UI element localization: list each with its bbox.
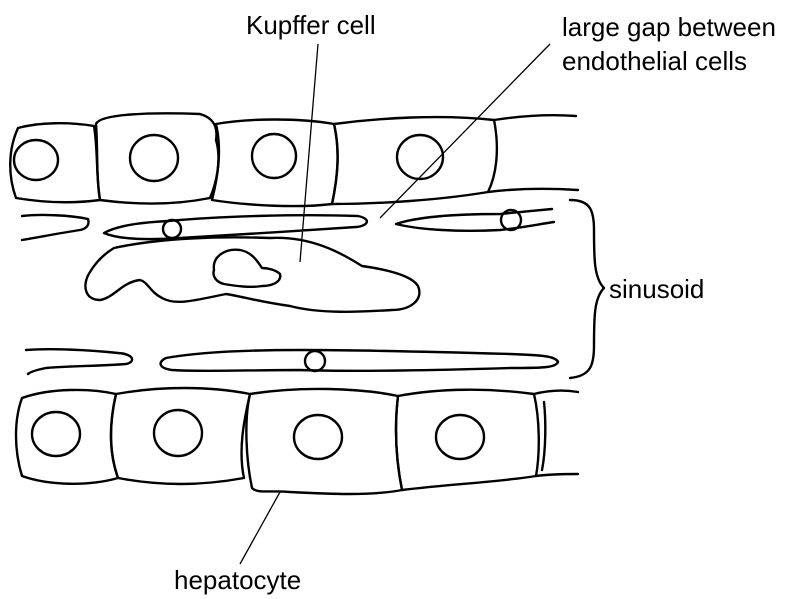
bottom-hepatocyte-2 <box>111 388 250 484</box>
leader-large-gap <box>380 44 550 218</box>
lower-endothelium <box>26 349 558 374</box>
label-large-gap-line2: endothelial cells <box>562 46 747 76</box>
label-sinusoid: sinusoid <box>609 274 704 304</box>
bottom-hepatocyte-5 <box>534 391 578 476</box>
upper-endothelial-cell <box>104 215 367 239</box>
top-hepatocyte-3-nucleus <box>252 134 296 178</box>
lower-endothelial-left-cell <box>26 349 132 374</box>
lower-endothelial-nucleus <box>305 351 325 371</box>
label-large-gap-line1: large gap between <box>562 12 776 42</box>
bottom-hepatocyte-2-nucleus <box>154 410 202 456</box>
bottom-hepatocyte-1-nucleus <box>32 412 80 456</box>
leader-hepatocyte <box>240 492 280 564</box>
lower-endothelial-cell <box>161 350 558 371</box>
top-hepatocyte-2-nucleus <box>130 135 178 181</box>
bottom-hepatocyte-row <box>16 388 578 494</box>
sinusoid-bracket <box>570 200 604 378</box>
bottom-hepatocyte-4-nucleus <box>436 415 484 459</box>
upper-endothelial-left-fragment <box>22 215 89 240</box>
top-hepatocyte-3 <box>212 120 338 207</box>
kupffer-cell <box>85 237 419 311</box>
top-hepatocyte-1-nucleus <box>14 140 58 180</box>
upper-endothelial-nucleus <box>163 220 181 238</box>
top-hepatocyte-5 <box>488 115 578 192</box>
top-hepatocyte-2 <box>96 113 218 203</box>
kupffer-cell-body <box>85 237 419 311</box>
top-hepatocyte-row <box>10 113 578 206</box>
upper-endothelium <box>22 209 554 240</box>
upper-endothelial-right-cell <box>396 209 554 231</box>
label-kupffer-cell: Kupffer cell <box>246 10 376 40</box>
top-hepatocyte-4-nucleus <box>397 135 443 179</box>
bottom-hepatocyte-3-nucleus <box>294 415 342 459</box>
bottom-hepatocyte-3 <box>246 389 402 494</box>
top-hepatocyte-1 <box>10 123 100 202</box>
label-hepatocyte: hepatocyte <box>174 565 301 595</box>
top-hepatocyte-4 <box>332 117 497 204</box>
bottom-hepatocyte-4 <box>396 390 539 490</box>
kupffer-cell-nucleus <box>213 250 280 287</box>
